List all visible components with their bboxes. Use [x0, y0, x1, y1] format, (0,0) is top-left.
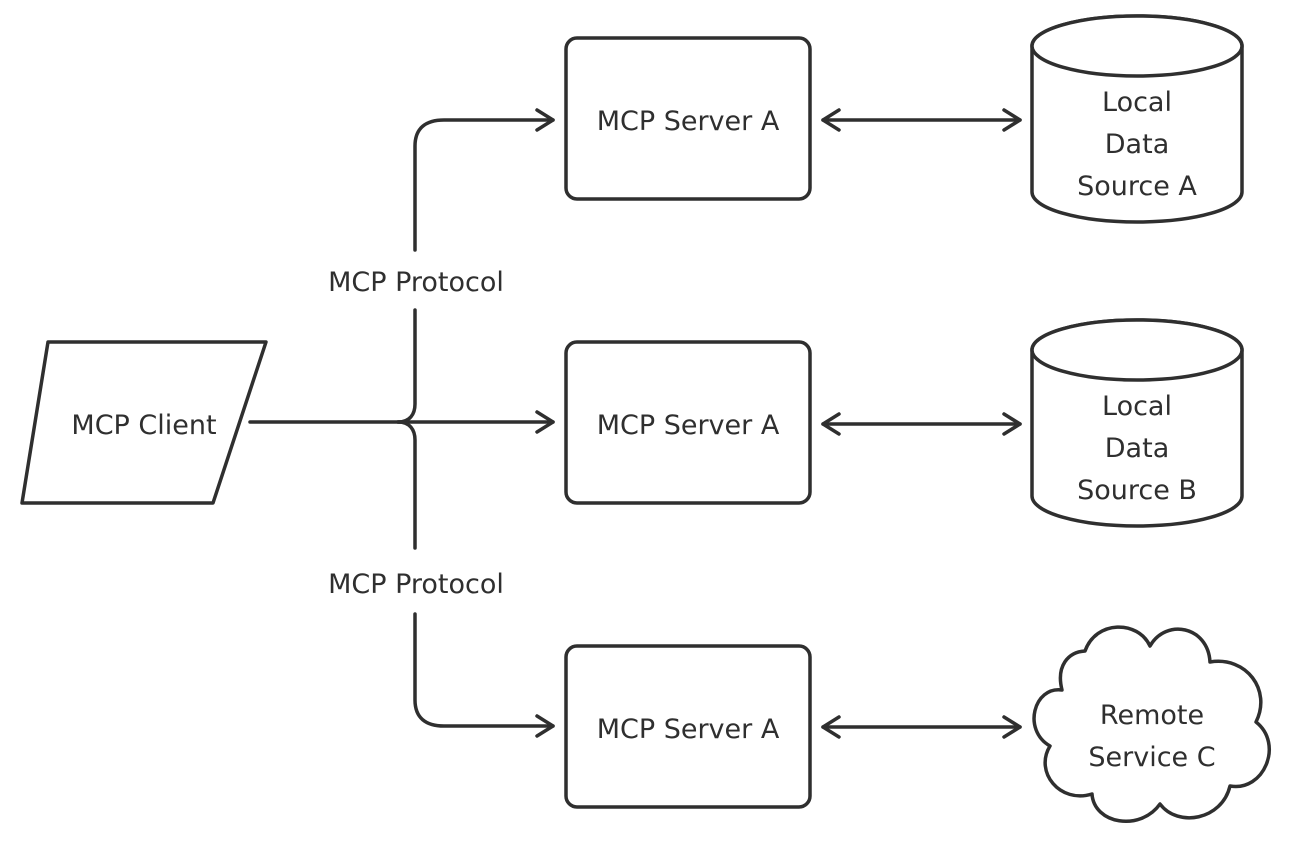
mcp-server-bottom-node: MCP Server A: [564, 644, 812, 809]
source-a-line-3: Source A: [1077, 171, 1197, 202]
remote-c-line-1: Remote: [1100, 700, 1204, 731]
source-a-line-1: Local: [1102, 87, 1172, 118]
source-a-line-2: Data: [1105, 129, 1169, 160]
remote-c-line-2: Service C: [1088, 742, 1215, 773]
server-source-connectors: [821, 108, 1022, 739]
protocol-label-bottom: MCP Protocol: [328, 569, 504, 600]
cloud-icon: [1032, 625, 1272, 823]
local-data-source-b-node: Local Data Source B: [1030, 318, 1244, 528]
server-bottom-label: MCP Server A: [597, 714, 780, 745]
source-b-line-1: Local: [1102, 391, 1172, 422]
source-b-line-3: Source B: [1077, 475, 1197, 506]
local-data-source-a-node: Local Data Source A: [1030, 14, 1244, 224]
remote-service-c-node: Remote Service C: [1032, 625, 1272, 823]
protocol-label-top: MCP Protocol: [328, 267, 504, 298]
mcp-client-node: MCP Client: [20, 340, 268, 505]
mcp-server-middle-node: MCP Server A: [564, 340, 812, 505]
connector-client-to-server-bottom: [396, 420, 553, 726]
client-connectors: [248, 120, 553, 726]
source-b-line-2: Data: [1105, 433, 1169, 464]
server-top-label: MCP Server A: [597, 106, 780, 137]
mcp-server-top-node: MCP Server A: [564, 36, 812, 201]
mcp-client-label: MCP Client: [71, 410, 216, 441]
server-middle-label: MCP Server A: [597, 410, 780, 441]
